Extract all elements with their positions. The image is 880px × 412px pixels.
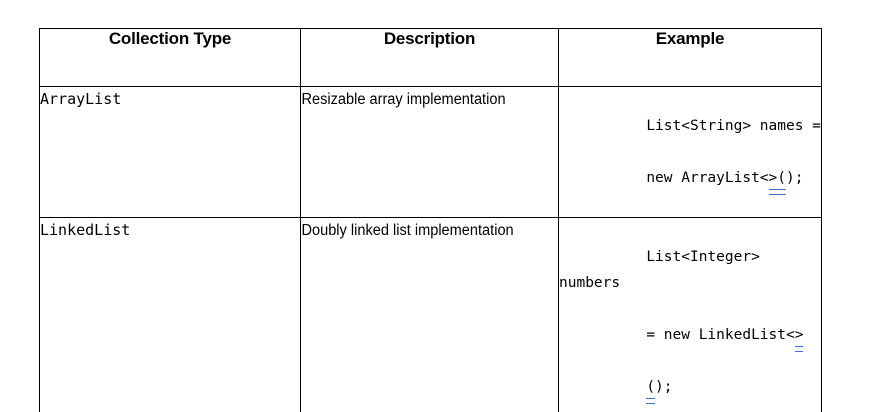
grammar-underline-marker: >( [768,165,787,195]
example-line-part: ); [786,170,804,186]
java-collections-table: Collection Type Description Example Arra… [39,28,822,412]
column-header-description: Description [300,28,559,87]
column-header-collection-type: Collection Type [39,28,301,87]
cell-collection-type: LinkedList [39,217,301,412]
example-line-part: ); [655,379,673,395]
column-header-example: Example [558,28,822,87]
cell-collection-type: ArrayList [39,86,301,218]
example-line-part: new ArrayList< [646,170,769,186]
cell-description: Doubly linked list implementation [300,217,544,412]
example-line: List<String> names = [646,118,821,134]
cell-description: Resizable array implementation [300,86,544,218]
example-line-part: = new LinkedList< [646,327,795,343]
table-row: ArrayList Resizable array implementation… [39,86,822,218]
example-line: List<Integer> numbers [559,249,769,291]
table-body: ArrayList Resizable array implementation… [39,86,822,412]
header-row: Collection Type Description Example [39,28,822,87]
table-row: LinkedList Doubly linked list implementa… [39,217,822,412]
grammar-underline-marker: ( [646,374,655,404]
cell-example: List<Integer> numbers = new LinkedList<>… [558,217,822,412]
grammar-underline-marker: > [794,322,803,352]
cell-example: List<String> names = new ArrayList<>(); [558,86,822,218]
table-header: Collection Type Description Example [39,28,822,87]
